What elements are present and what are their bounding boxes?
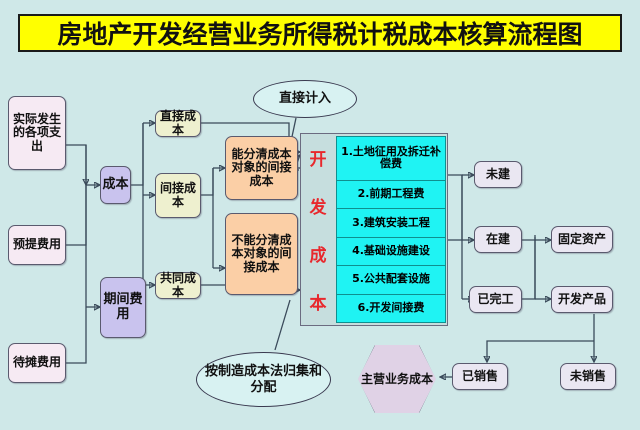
dev-item[interactable]: 1.土地征用及拆迁补偿费 (336, 136, 446, 181)
node-common-cost-label: 共同成本 (159, 271, 196, 299)
node-identifiable-indirect-label: 能分清成本对象的间接成本 (231, 146, 292, 188)
node-unsold-label: 未销售 (569, 368, 606, 383)
callout-direct-charge-label: 直接计入 (278, 91, 331, 107)
dev-item-label: 6.开发间接费 (357, 300, 425, 314)
page-title: 房地产开发经营业务所得税计税成本核算流程图 (18, 14, 622, 52)
node-completed[interactable]: 已完工 (469, 286, 522, 313)
dev-item[interactable]: 4.基础设施建设 (336, 237, 446, 267)
dev-char-2: 发 (309, 198, 327, 219)
node-indirect-cost-label: 间接成本 (159, 181, 196, 209)
dev-item-label: 1.土地征用及拆迁补偿费 (341, 144, 441, 171)
development-cost-label: 开 发 成 本 (302, 134, 334, 325)
node-main-business-cost-label: 主营业务成本 (360, 371, 433, 386)
node-not-started[interactable]: 未建 (474, 161, 522, 188)
dev-char-4: 本 (309, 293, 327, 314)
node-deferred-expense-label: 待摊费用 (12, 355, 61, 370)
node-under-construction[interactable]: 在建 (474, 226, 522, 253)
node-not-started-label: 未建 (485, 166, 510, 181)
dev-item[interactable]: 3.建筑安装工程 (336, 209, 446, 238)
callout-absorption-cost: 按制造成本法归集和分配 (196, 352, 331, 407)
node-sold-label: 已销售 (461, 368, 498, 383)
node-actual-expenditure-label: 实际发生的各项支出 (13, 111, 62, 153)
node-main-business-cost[interactable]: 主营业务成本 (358, 345, 436, 413)
callout-absorption-cost-label: 按制造成本法归集和分配 (205, 363, 323, 395)
dev-item-label: 4.基础设施建设 (352, 243, 430, 257)
node-fixed-asset-label: 固定资产 (557, 231, 606, 246)
node-identifiable-indirect[interactable]: 能分清成本对象的间接成本 (225, 136, 298, 200)
dev-item-label: 2.前期工程费 (357, 187, 425, 201)
page-title-text: 房地产开发经营业务所得税计税成本核算流程图 (57, 20, 583, 49)
node-cost-label: 成本 (102, 176, 129, 192)
node-fixed-asset[interactable]: 固定资产 (551, 226, 613, 253)
dev-item-label: 5.公共配套设施 (352, 272, 430, 286)
node-completed-label: 已完工 (477, 291, 514, 306)
node-development-product-label: 开发产品 (557, 291, 606, 306)
node-cost[interactable]: 成本 (100, 166, 131, 204)
node-unidentifiable-indirect-label: 不能分清成本对象的间接成本 (231, 232, 292, 274)
node-actual-expenditure[interactable]: 实际发生的各项支出 (8, 96, 66, 170)
node-development-product[interactable]: 开发产品 (551, 286, 613, 313)
node-deferred-expense[interactable]: 待摊费用 (8, 343, 66, 383)
node-accrued-expense-label: 预提费用 (12, 237, 61, 252)
node-period-expense[interactable]: 期间费用 (100, 277, 146, 338)
dev-item[interactable]: 2.前期工程费 (336, 180, 446, 210)
dev-char-1: 开 (309, 150, 327, 171)
node-accrued-expense[interactable]: 预提费用 (8, 225, 66, 265)
node-unidentifiable-indirect[interactable]: 不能分清成本对象的间接成本 (225, 213, 298, 295)
callout-direct-charge: 直接计入 (253, 80, 357, 118)
dev-item[interactable]: 6.开发间接费 (336, 294, 446, 324)
node-common-cost[interactable]: 共同成本 (155, 271, 201, 299)
node-sold[interactable]: 已销售 (452, 363, 508, 390)
dev-item[interactable]: 5.公共配套设施 (336, 266, 446, 295)
node-direct-cost-label: 直接成本 (159, 109, 196, 137)
dev-item-label: 3.建筑安装工程 (352, 215, 430, 229)
node-period-expense-label: 期间费用 (103, 291, 143, 322)
development-cost-item-list: 1.土地征用及拆迁补偿费 2.前期工程费 3.建筑安装工程 4.基础设施建设 5… (336, 136, 446, 324)
node-under-construction-label: 在建 (485, 231, 510, 246)
node-unsold[interactable]: 未销售 (560, 363, 616, 390)
node-direct-cost[interactable]: 直接成本 (155, 109, 201, 137)
node-indirect-cost[interactable]: 间接成本 (155, 173, 201, 218)
dev-char-3: 成 (309, 245, 327, 266)
